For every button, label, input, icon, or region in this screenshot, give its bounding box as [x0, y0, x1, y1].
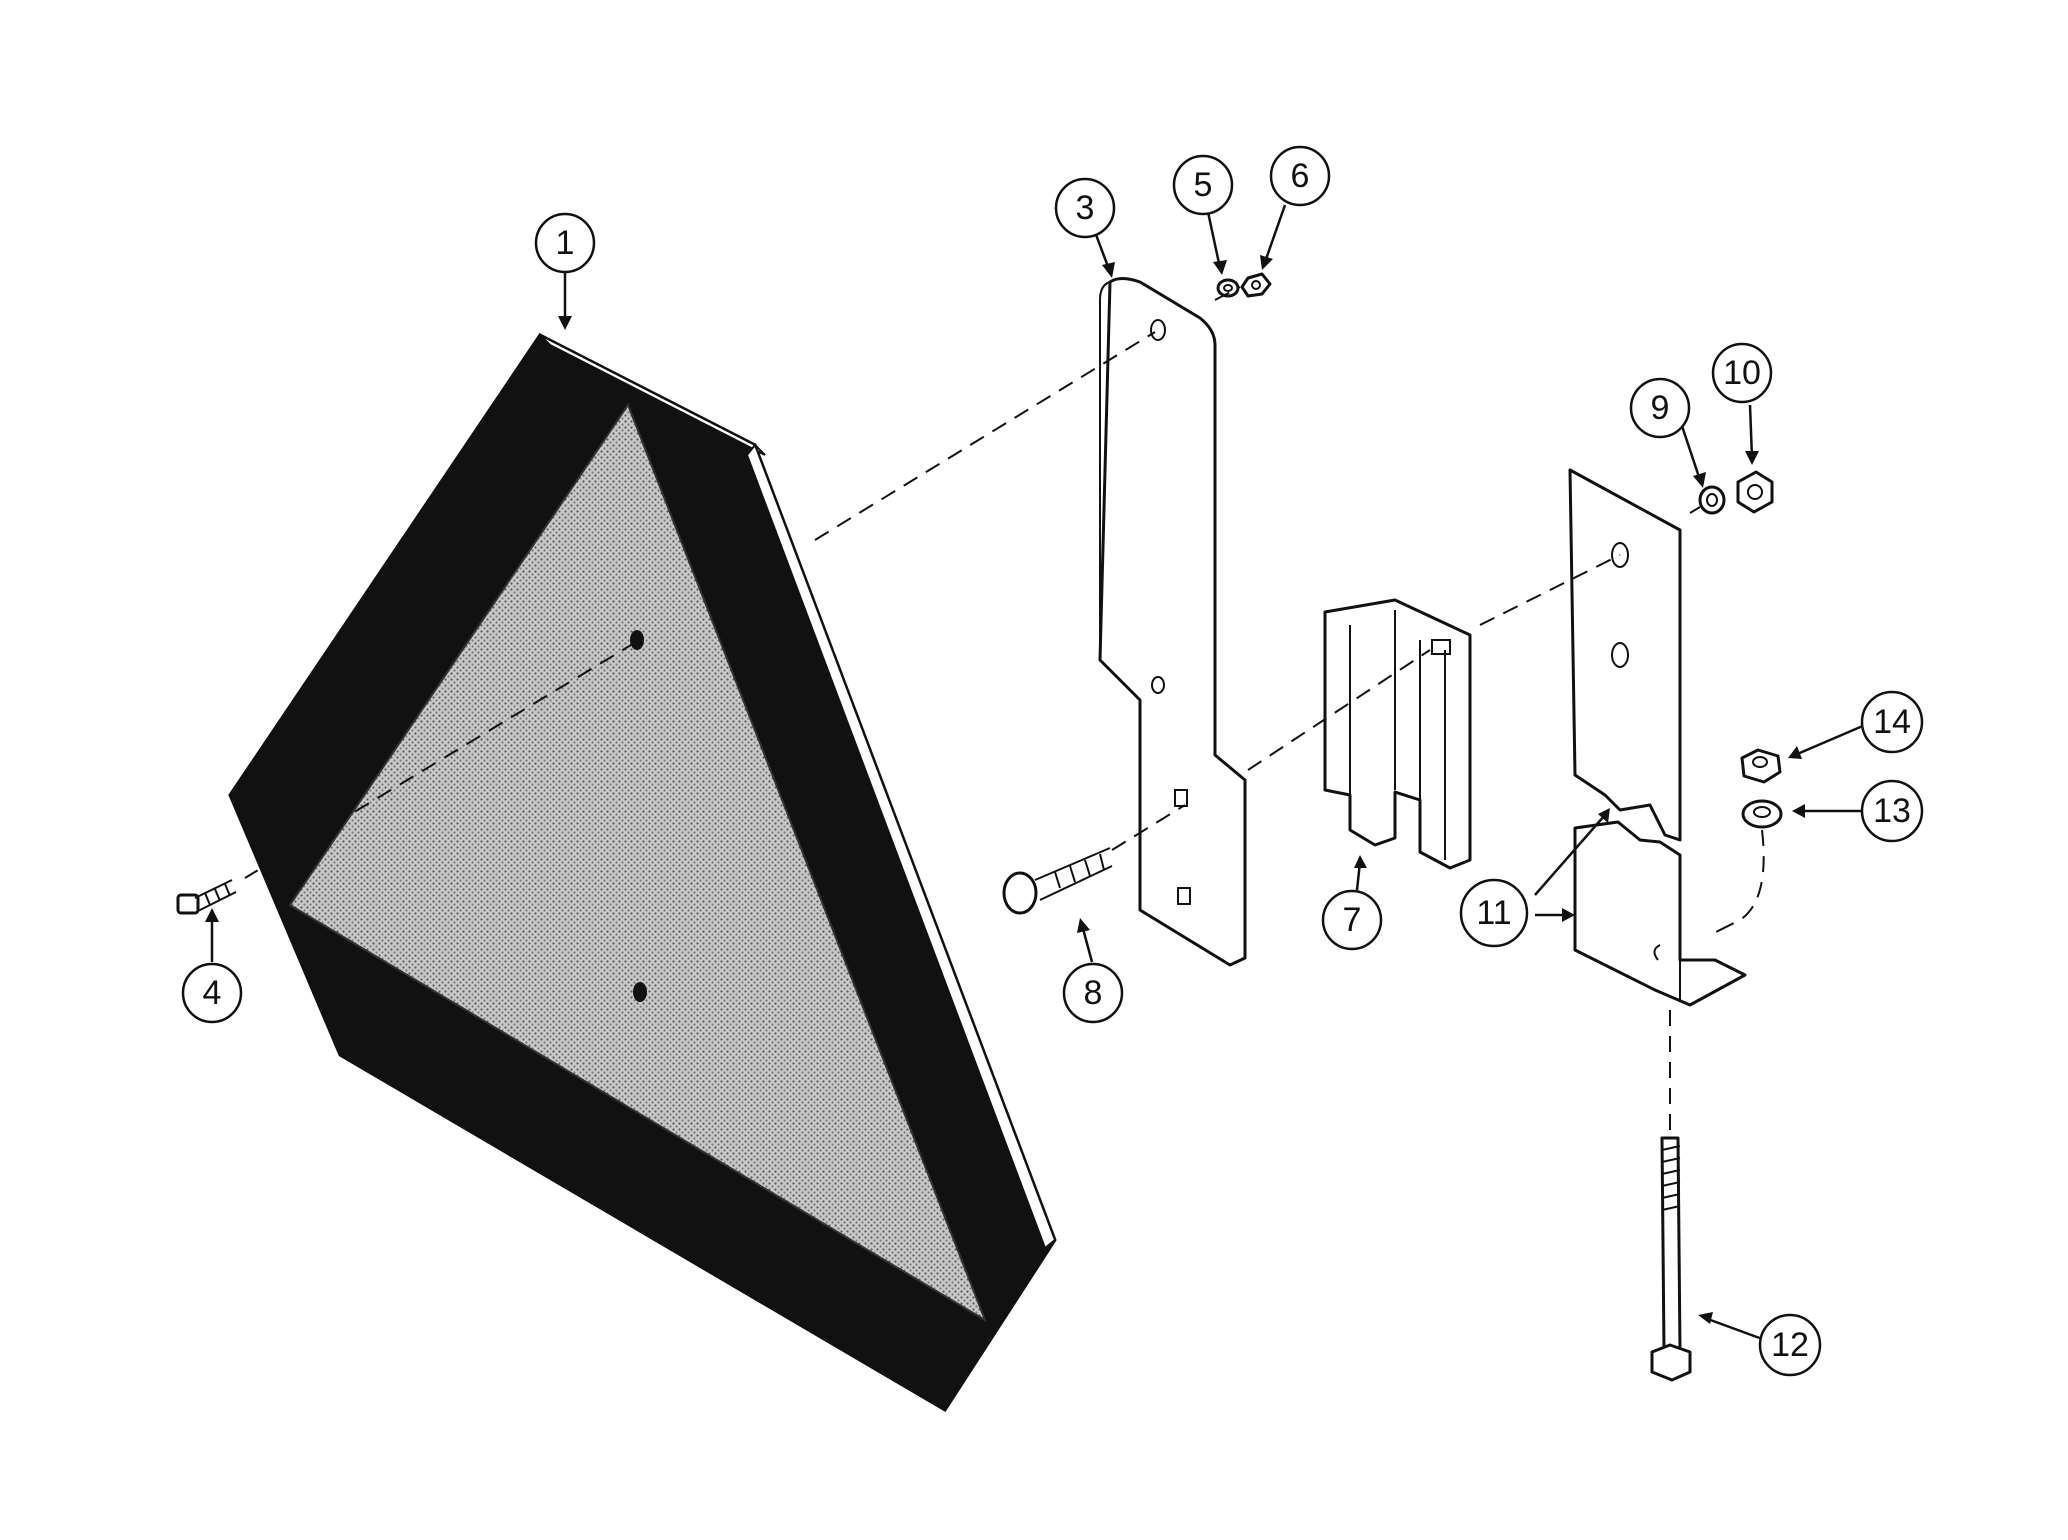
callout-10: 10 — [1711, 342, 1773, 404]
callout-label: 3 — [1076, 189, 1095, 227]
long-bolt-12 — [1650, 1136, 1692, 1382]
callout-13: 13 — [1860, 779, 1924, 843]
callout-12: 12 — [1758, 1313, 1822, 1377]
callout-label: 11 — [1476, 894, 1511, 932]
callout-label: 8 — [1084, 974, 1103, 1012]
callout-label: 6 — [1291, 157, 1310, 195]
leader-lines — [205, 204, 1868, 1342]
assembly-lines — [244, 286, 1765, 1130]
nut-14 — [1740, 748, 1782, 784]
callout-label: 13 — [1873, 792, 1911, 830]
callout-4: 4 — [181, 962, 243, 1024]
smv-emblem — [228, 333, 1057, 1413]
callout-label: 7 — [1343, 901, 1362, 939]
callout-9: 9 — [1629, 377, 1691, 439]
callout-label: 5 — [1194, 166, 1213, 204]
callout-label: 14 — [1873, 703, 1911, 741]
callout-5: 5 — [1172, 154, 1234, 216]
callout-14: 14 — [1860, 690, 1924, 754]
callout-label: 12 — [1771, 1326, 1809, 1364]
bolt-4 — [176, 879, 237, 915]
clamp-plate-upper — [1568, 468, 1682, 842]
nut-6 — [1240, 272, 1272, 298]
callout-3: 3 — [1054, 177, 1116, 239]
lock-washer-9 — [1698, 485, 1726, 515]
callout-label: 10 — [1723, 354, 1761, 392]
callout-11: 11 — [1459, 878, 1529, 948]
callout-6: 6 — [1269, 145, 1331, 207]
callout-7: 7 — [1321, 889, 1383, 951]
lock-washer-13 — [1741, 799, 1783, 829]
mounting-bracket — [1098, 277, 1247, 967]
callout-label: 4 — [203, 974, 222, 1012]
clamp-plate-lower — [1573, 820, 1747, 1007]
nut-10 — [1736, 470, 1774, 514]
callout-1: 1 — [534, 212, 596, 274]
washer-5 — [1216, 278, 1240, 298]
socket-channel — [1323, 598, 1472, 870]
carriage-bolt-8 — [1002, 847, 1113, 915]
callout-label: 1 — [556, 224, 575, 262]
callout-8: 8 — [1062, 962, 1124, 1024]
callout-label: 9 — [1651, 389, 1670, 427]
